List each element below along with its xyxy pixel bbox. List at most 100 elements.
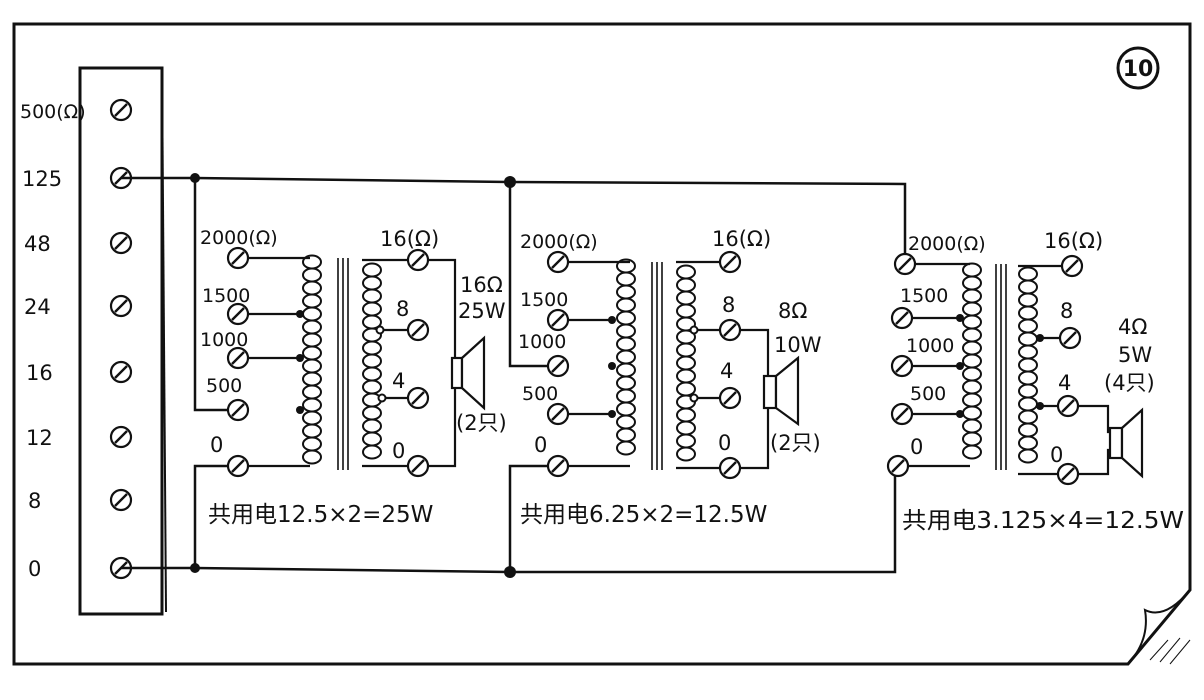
secondary-tap-label: 0 <box>718 431 731 455</box>
speaker-count: (2只) <box>770 431 821 455</box>
secondary-screw-16[interactable] <box>406 248 430 272</box>
primary-tap-label: 0 <box>910 435 923 459</box>
primary-tap-label: 2000(Ω) <box>520 231 598 253</box>
primary-tap-label: 500 <box>910 383 946 405</box>
speaker-impedance: 16Ω <box>460 273 503 297</box>
stage-summary: 共用电6.25×2=12.5W <box>520 502 767 528</box>
terminal-screw-12[interactable] <box>109 425 133 449</box>
bus-junctions <box>190 173 516 578</box>
secondary-screw-0[interactable] <box>1056 462 1080 486</box>
speaker-impedance: 8Ω <box>778 299 807 323</box>
primary-tap-label: 500 <box>522 383 558 405</box>
primary-tap-label: 1000 <box>518 331 566 353</box>
speaker-impedance: 4Ω <box>1118 315 1147 339</box>
primary-tap-label: 2000(Ω) <box>908 233 986 255</box>
secondary-screw-4[interactable] <box>718 386 742 410</box>
speaker-power: 5W <box>1118 343 1152 367</box>
terminal-strip <box>78 66 167 616</box>
speaker-icon <box>762 355 800 427</box>
primary-coil <box>302 254 322 465</box>
primary-tap-label: 1500 <box>520 289 568 311</box>
primary-screw-0[interactable] <box>546 454 570 478</box>
terminal-screw-500[interactable] <box>109 98 133 122</box>
primary-coil <box>616 258 636 456</box>
primary-screw-1000[interactable] <box>890 354 914 378</box>
primary-tap-label: 500 <box>206 375 242 397</box>
secondary-tap-label: 0 <box>1050 443 1063 467</box>
figure-number-badge: 10 <box>1116 46 1160 90</box>
terminal-label: 0 <box>28 557 41 581</box>
transformer-stage-2: 2000(Ω) 1500 1000 500 0 <box>518 227 822 528</box>
terminal-label: 8 <box>28 489 41 513</box>
secondary-screw-4[interactable] <box>1056 394 1080 418</box>
primary-tap-label: 2000(Ω) <box>200 227 278 249</box>
page-curl <box>1127 589 1191 665</box>
speaker-count: (2只) <box>456 411 507 435</box>
primary-coil <box>962 262 982 460</box>
terminal-screw-24[interactable] <box>109 294 133 318</box>
secondary-coil <box>362 262 382 460</box>
primary-screw-500[interactable] <box>890 402 914 426</box>
secondary-screw-8[interactable] <box>406 318 430 342</box>
terminal-label: 16 <box>26 361 53 385</box>
terminal-screw-16[interactable] <box>109 360 133 384</box>
secondary-tap-label: 8 <box>722 293 735 317</box>
primary-screw-2000[interactable] <box>893 252 917 276</box>
curl-hatching <box>1149 637 1191 665</box>
secondary-tap-label: 4 <box>720 359 733 383</box>
secondary-tap-label: 8 <box>396 297 409 321</box>
speaker-power: 10W <box>774 333 822 357</box>
secondary-screw-8[interactable] <box>1058 326 1082 350</box>
transformer-core <box>337 258 349 470</box>
secondary-tap-label: 16(Ω) <box>380 227 439 251</box>
primary-screw-2000[interactable] <box>226 246 250 270</box>
terminal-label: 48 <box>24 232 51 256</box>
transformer-core <box>651 262 663 470</box>
secondary-tap-label: 8 <box>1060 299 1073 323</box>
primary-screw-1500[interactable] <box>226 302 250 326</box>
terminal-label: 12 <box>26 426 53 450</box>
terminal-labels: 500(Ω) 125 48 24 16 12 8 0 <box>20 101 86 581</box>
secondary-screw-0[interactable] <box>406 454 430 478</box>
secondary-screw-16[interactable] <box>1060 254 1084 278</box>
figure-number: 10 <box>1123 57 1154 82</box>
primary-tap-label: 1000 <box>200 329 248 351</box>
primary-tap-label: 1500 <box>900 285 948 307</box>
primary-screw-1000[interactable] <box>546 354 570 378</box>
secondary-screw-16[interactable] <box>718 250 742 274</box>
terminal-label: 500(Ω) <box>20 101 86 123</box>
primary-screw-500[interactable] <box>546 402 570 426</box>
primary-screw-1000[interactable] <box>226 346 250 370</box>
terminal-screw-48[interactable] <box>109 231 133 255</box>
outer-frame <box>12 22 1192 666</box>
secondary-tap-label: 4 <box>1058 371 1071 395</box>
speaker-power: 25W <box>458 299 506 323</box>
primary-screw-1500[interactable] <box>890 306 914 330</box>
secondary-tap-label: 16(Ω) <box>1044 229 1103 253</box>
terminal-label: 24 <box>24 295 51 319</box>
primary-screw-0[interactable] <box>886 454 910 478</box>
secondary-tap-label: 16(Ω) <box>712 227 771 251</box>
secondary-tap-label: 4 <box>392 369 405 393</box>
secondary-tap-label: 0 <box>392 439 405 463</box>
stage-summary: 共用电12.5×2=25W <box>208 502 433 528</box>
secondary-screw-0[interactable] <box>718 456 742 480</box>
primary-screw-500[interactable] <box>226 398 250 422</box>
primary-screw-1500[interactable] <box>546 308 570 332</box>
speaker-icon <box>450 335 486 411</box>
stage-summary: 共用电3.125×4=12.5W <box>902 508 1184 534</box>
transformer-stage-3: 2000(Ω) 1500 1000 500 0 <box>886 229 1184 534</box>
terminal-label: 125 <box>22 167 62 191</box>
secondary-coil <box>1018 266 1038 464</box>
speaker-count: (4只) <box>1104 371 1155 395</box>
transformer-core <box>995 264 1007 470</box>
terminal-screw-8[interactable] <box>109 488 133 512</box>
secondary-screw-8[interactable] <box>718 318 742 342</box>
secondary-screw-4[interactable] <box>406 386 430 410</box>
secondary-coil <box>676 264 696 462</box>
primary-screw-2000[interactable] <box>546 250 570 274</box>
primary-screw-0[interactable] <box>226 454 250 478</box>
primary-tap-label: 0 <box>534 433 547 457</box>
